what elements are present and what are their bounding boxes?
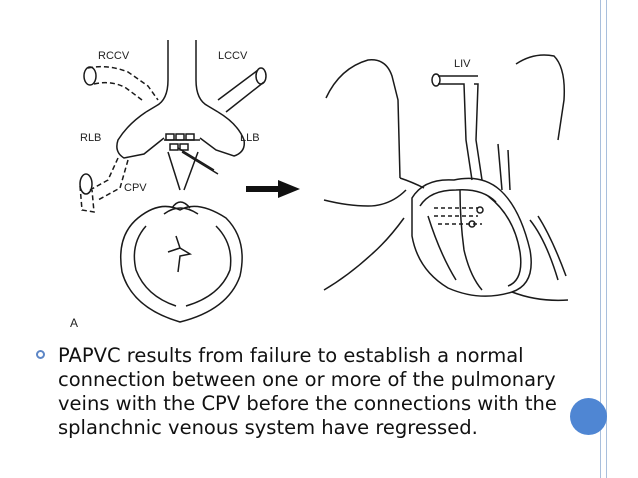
rlb-label: RLB — [80, 132, 102, 144]
llb-label: LLB — [240, 132, 260, 144]
lccv-label: LCCV — [218, 50, 248, 62]
diagram-figure: RCCV LCCV RLB LLB CPV LIV — [68, 40, 608, 340]
panel-label: A — [70, 316, 79, 330]
rccv-label: RCCV — [98, 50, 130, 62]
bullet-circle-icon — [36, 350, 45, 359]
right-rule-line — [606, 0, 607, 478]
left-heart-drawing — [79, 40, 267, 323]
right-arrow-icon — [246, 180, 300, 198]
liv-label: LIV — [454, 58, 471, 70]
heart-development-diagram — [79, 40, 569, 323]
right-rule-line — [600, 0, 601, 478]
slide-nav-circle[interactable] — [570, 398, 607, 435]
cpv-label: CPV — [124, 182, 147, 194]
bullet-text: PAPVC results from failure to establish … — [58, 344, 557, 439]
right-heart-drawing — [323, 54, 569, 302]
